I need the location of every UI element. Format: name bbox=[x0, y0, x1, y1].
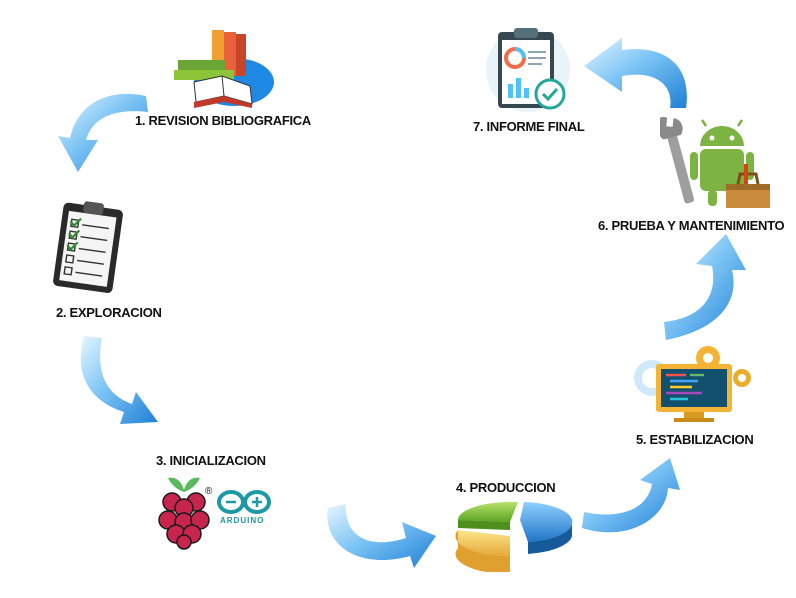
arrow-4-to-5 bbox=[582, 458, 680, 533]
step-5-label: 5. ESTABILIZACION bbox=[636, 432, 754, 447]
arduino-logo-icon bbox=[217, 490, 271, 514]
arrow-2-to-3 bbox=[80, 336, 158, 424]
books-icon bbox=[174, 30, 274, 108]
arrow-3-to-4 bbox=[327, 504, 436, 568]
raspberry-pi-icon bbox=[158, 477, 210, 550]
pie-chart-icon bbox=[455, 501, 573, 572]
arrow-1-to-2 bbox=[58, 93, 148, 172]
arrow-6-to-7 bbox=[584, 38, 687, 108]
arduino-logo-text: ARDUINO bbox=[220, 516, 265, 525]
step-2-label: 2. EXPLORACION bbox=[56, 305, 162, 320]
code-monitor-gears-icon bbox=[634, 346, 751, 422]
step-6-label: 6. PRUEBA Y MANTENIMIENTO bbox=[598, 218, 785, 233]
registered-mark: ® bbox=[205, 486, 213, 497]
step-4-label: 4. PRODUCCION bbox=[456, 480, 556, 495]
step-1-label: 1. REVISION BIBLIOGRAFICA bbox=[135, 113, 311, 128]
checklist-clipboard-icon bbox=[53, 201, 123, 293]
arrow-5-to-6 bbox=[664, 234, 746, 340]
step-3-label: 3. INICIALIZACION bbox=[156, 453, 266, 468]
step-7-label: 7. INFORME FINAL bbox=[473, 119, 585, 134]
android-tools-icon bbox=[660, 117, 770, 208]
report-clipboard-icon bbox=[486, 28, 570, 112]
